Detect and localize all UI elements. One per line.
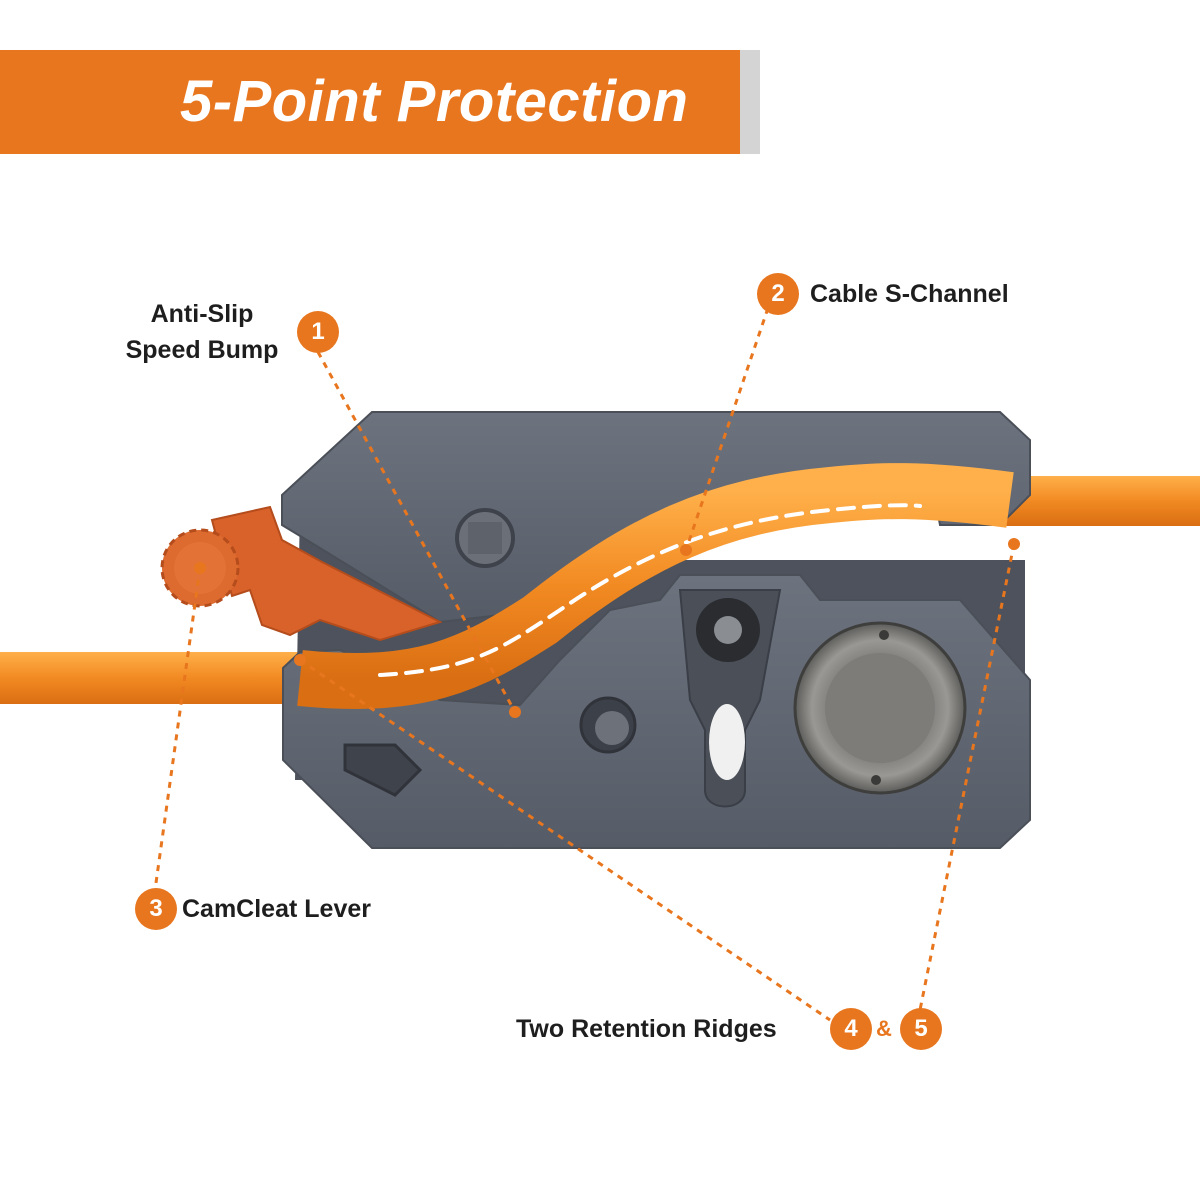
cable-right (1000, 476, 1200, 526)
callout-4-label: Two Retention Ridges (516, 1015, 777, 1043)
callout-connector: & (876, 1016, 892, 1041)
callout-1-label-line-2: Speed Bump (125, 336, 279, 364)
left-slot-hole (343, 743, 423, 797)
callout-2-badge: 2 (757, 273, 799, 315)
leader-dot-3 (194, 562, 206, 574)
title-banner-shadow (740, 50, 760, 154)
callout-3-label: CamCleat Lever (182, 895, 371, 923)
leader-line-3 (153, 567, 202, 891)
callout-1-label: Anti-Slip Speed Bump (112, 296, 292, 368)
leader-dot-2 (680, 544, 692, 556)
title-banner (0, 50, 740, 154)
callout-1-badge: 1 (297, 311, 339, 353)
callout-4-badge: 4 (830, 1008, 872, 1050)
leader-line-5 (918, 543, 1016, 1011)
leader-dot-1 (509, 706, 521, 718)
callout-1-label-line-1: Anti-Slip (150, 300, 254, 328)
leader-dot-5 (1008, 538, 1020, 550)
callout-3-badge: 3 (135, 888, 177, 930)
cable-left (0, 652, 300, 704)
camcleat-lever (210, 505, 443, 642)
leader-line-1 (316, 351, 517, 713)
cable-s-channel (297, 463, 1014, 709)
callout-5-badge: 5 (900, 1008, 942, 1050)
leader-dot-4 (294, 654, 306, 666)
leader-line-4 (299, 658, 831, 1022)
page-title: 5-Point Protection (180, 69, 689, 134)
callout-2-label: Cable S-Channel (810, 280, 1009, 308)
